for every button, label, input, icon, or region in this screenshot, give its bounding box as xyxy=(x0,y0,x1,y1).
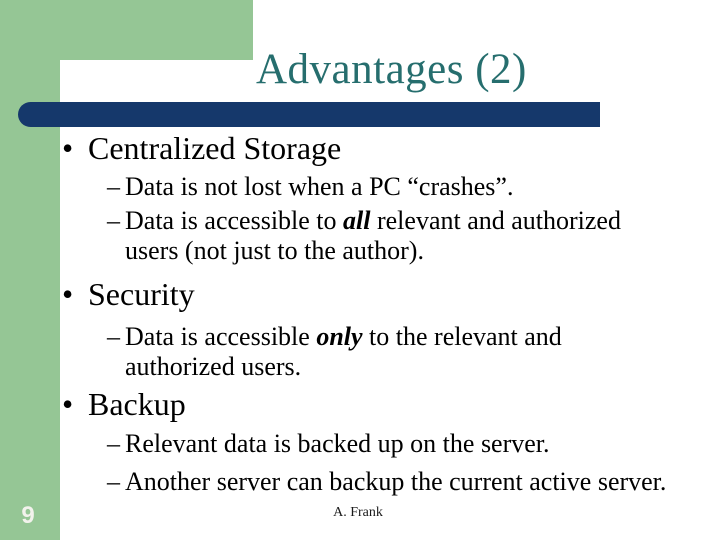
text-run: Relevant data is backed up on the server… xyxy=(125,429,550,458)
text-line: authorized users. xyxy=(125,352,562,382)
text-run: Data is accessible xyxy=(125,322,317,351)
heading-label: Centralized Storage xyxy=(88,130,342,166)
text-line: Data is accessible to all relevant and a… xyxy=(125,206,621,236)
dash-icon: – xyxy=(107,467,120,496)
text-run: authorized users. xyxy=(125,352,302,381)
text-run: users (not just to the author). xyxy=(125,236,424,265)
text-line: Data is accessible only to the relevant … xyxy=(125,322,562,352)
heading-centralized-storage: • Centralized Storage xyxy=(62,130,341,166)
heading-backup: • Backup xyxy=(62,386,186,422)
text-line: users (not just to the author). xyxy=(125,236,621,266)
text-line: Relevant data is backed up on the server… xyxy=(125,429,550,459)
sub-bullet-accessible-all: – Data is accessible to all relevant and… xyxy=(107,206,621,266)
sub-bullet-lines: Data is not lost when a PC “crashes”. xyxy=(125,172,513,202)
heading-label: Security xyxy=(88,276,195,312)
text-line: Data is not lost when a PC “crashes”. xyxy=(125,172,513,202)
sub-bullet-lines: Data is accessible to all relevant and a… xyxy=(125,206,621,266)
bullet-icon: • xyxy=(62,386,74,422)
slide-title: Advantages (2) xyxy=(256,46,527,93)
dash-icon: – xyxy=(107,429,120,458)
text-line: Another server can backup the current ac… xyxy=(125,467,666,497)
text-run: Data is accessible to xyxy=(125,206,344,235)
text-run-emphasis: all xyxy=(343,206,371,235)
sub-bullet-lines: Relevant data is backed up on the server… xyxy=(125,429,550,459)
dash-icon: – xyxy=(107,322,120,351)
text-run: to the relevant and xyxy=(362,322,562,351)
text-run-emphasis: only xyxy=(316,322,363,351)
green-left-strip xyxy=(0,0,60,540)
dash-icon: – xyxy=(107,206,120,235)
sub-bullet-lines: Another server can backup the current ac… xyxy=(125,467,666,497)
text-run: Another server can backup the current ac… xyxy=(125,467,667,496)
heading-label: Backup xyxy=(88,386,186,422)
sub-bullet-lines: Data is accessible only to the relevant … xyxy=(125,322,562,382)
dash-icon: – xyxy=(107,172,120,201)
sub-bullet-accessible-only: – Data is accessible only to the relevan… xyxy=(107,322,562,382)
text-run: relevant and authorized xyxy=(370,206,621,235)
sub-bullet-backed-up: – Relevant data is backed up on the serv… xyxy=(107,429,550,459)
page-number: 9 xyxy=(21,502,35,529)
heading-security: • Security xyxy=(62,276,195,312)
bullet-icon: • xyxy=(62,276,74,312)
footer-author: A. Frank xyxy=(333,505,383,520)
title-underline-bar xyxy=(18,102,600,127)
content-panel xyxy=(60,60,720,540)
bullet-icon: • xyxy=(62,130,74,166)
sub-bullet-crashes: – Data is not lost when a PC “crashes”. xyxy=(107,172,513,202)
sub-bullet-another-server: – Another server can backup the current … xyxy=(107,467,666,497)
text-run: Data is not lost when a PC “crashes”. xyxy=(125,172,514,201)
